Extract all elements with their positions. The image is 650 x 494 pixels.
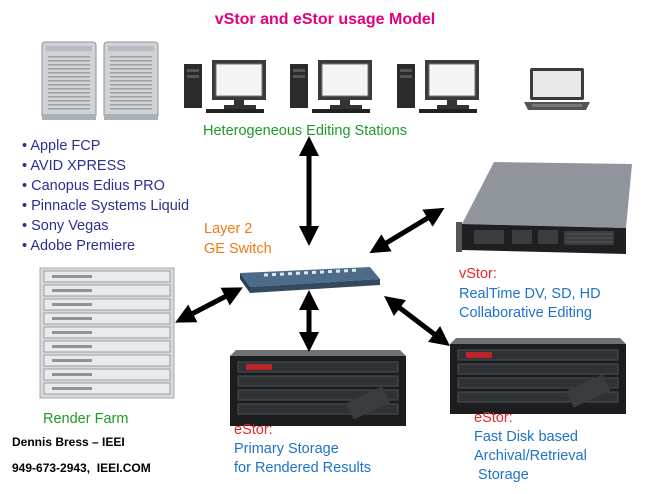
list-item: AVID XPRESS: [22, 156, 189, 176]
rack-server-icon: [456, 162, 632, 254]
list-item: Apple FCP: [22, 136, 189, 156]
credit-name: Dennis Bress – IEEI: [12, 435, 125, 449]
desktop-pc-icon: [184, 60, 266, 113]
applications-list: Apple FCP AVID XPRESS Canopus Edius PRO …: [22, 136, 189, 256]
list-item: Pinnacle Systems Liquid: [22, 196, 189, 216]
list-item: Sony Vegas: [22, 216, 189, 236]
desktop-pc-icon: [397, 60, 479, 113]
vstor-name: vStor:: [459, 266, 497, 282]
laptop-icon: [524, 68, 590, 110]
rack-server-icon: [39, 267, 175, 399]
vstor-line1: RealTime DV, SD, HD: [459, 286, 601, 302]
estor-primary-line2: for Rendered Results: [234, 460, 372, 476]
estor-archive-line1: Fast Disk based: [474, 429, 578, 445]
vstor-line2: Collaborative Editing: [459, 305, 592, 321]
estor-primary-line1: Primary Storage: [234, 441, 339, 457]
estor-archive-name: eStor:: [474, 410, 513, 426]
render-farm-label: Render Farm: [43, 411, 129, 427]
tower-computer-icon: [41, 41, 97, 120]
double-arrow-icon: [369, 207, 445, 254]
credit-contact: 949-673-2943, IEEI.COM: [12, 461, 151, 475]
estor-primary-name: eStor:: [234, 422, 273, 438]
storage-array-icon: [230, 350, 406, 426]
storage-array-icon: [450, 338, 626, 414]
desktop-pc-icon: [290, 60, 372, 113]
switch-label-line2: GE Switch: [204, 241, 272, 257]
list-item: Canopus Edius PRO: [22, 176, 189, 196]
editing-stations-label: Heterogeneous Editing Stations: [203, 123, 407, 139]
network-switch-icon: [240, 267, 380, 293]
double-arrow-icon: [175, 287, 243, 323]
tower-computer-icon: [103, 41, 159, 120]
switch-label-line1: Layer 2: [204, 221, 253, 237]
estor-archive-line3: Storage: [474, 467, 529, 483]
page-title: vStor and eStor usage Model: [214, 11, 436, 28]
double-arrow-icon: [384, 295, 450, 347]
list-item: Adobe Premiere: [22, 236, 189, 256]
estor-archive-line2: Archival/Retrieval: [474, 448, 587, 464]
